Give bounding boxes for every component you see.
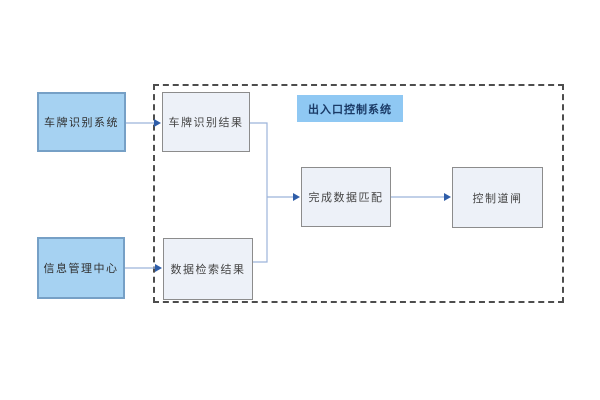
node-label: 控制道闸 bbox=[472, 191, 523, 205]
node-label: 数据检索结果 bbox=[170, 263, 246, 276]
node-data-match-complete: 完成数据匹配 bbox=[301, 167, 391, 227]
node-data-search-result: 数据检索结果 bbox=[163, 238, 253, 300]
system-boundary-label-text: 出入口控制系统 bbox=[308, 102, 392, 116]
system-boundary-label: 出入口控制系统 bbox=[297, 95, 403, 122]
node-label: 车牌识别系统 bbox=[44, 116, 119, 129]
node-label: 完成数据匹配 bbox=[308, 191, 384, 204]
system-boundary-box bbox=[153, 84, 564, 303]
node-plate-recognition-result: 车牌识别结果 bbox=[162, 92, 250, 152]
node-plate-recognition-system: 车牌识别系统 bbox=[37, 92, 126, 152]
node-info-management-center: 信息管理中心 bbox=[37, 237, 125, 299]
node-barrier-gate-control: 控制道闸 bbox=[452, 167, 543, 228]
node-label: 信息管理中心 bbox=[43, 262, 119, 275]
node-label: 车牌识别结果 bbox=[168, 116, 244, 129]
